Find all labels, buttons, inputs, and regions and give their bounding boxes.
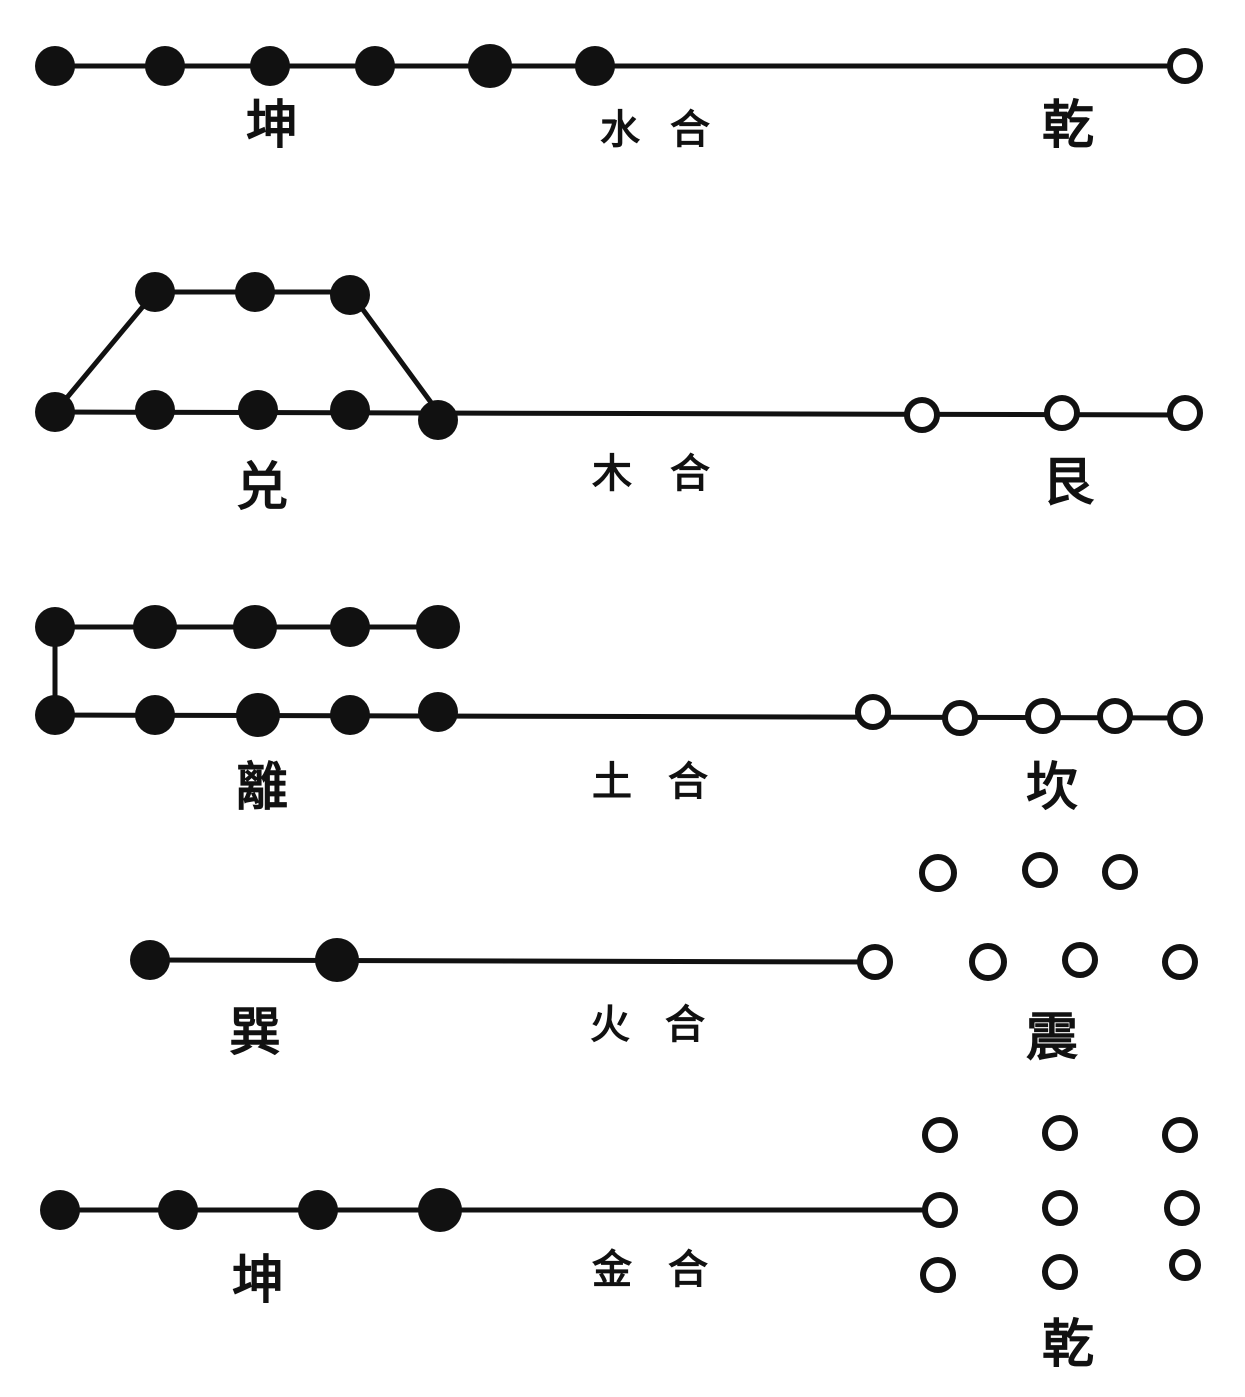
white-dot [1162, 944, 1198, 980]
element-label: 木 [592, 450, 632, 497]
black-dot [35, 695, 75, 735]
white-dot [1025, 698, 1061, 734]
row-earth-union: 離 土 合 坎 [35, 605, 1203, 818]
black-dot [135, 695, 175, 735]
white-dot [1022, 852, 1058, 888]
black-dot [133, 605, 177, 649]
black-dot [418, 400, 458, 440]
black-dot [418, 1188, 462, 1232]
union-label: 合 [668, 1246, 708, 1293]
white-dot [922, 1117, 958, 1153]
black-dot [250, 46, 290, 86]
right-trigram-label: 艮 [1042, 452, 1095, 513]
white-dot [942, 700, 978, 736]
black-dot [135, 390, 175, 430]
black-dot [158, 1190, 198, 1230]
white-dots [920, 1115, 1201, 1293]
white-dot [1097, 698, 1133, 734]
black-dot [238, 390, 278, 430]
row-fire-union: 巽 火 合 震 [130, 852, 1198, 1068]
white-dot [1167, 48, 1203, 84]
black-dot [330, 607, 370, 647]
black-dot [468, 44, 512, 88]
element-label: 水 [600, 106, 641, 153]
union-label: 合 [668, 758, 708, 805]
black-dot [40, 1190, 80, 1230]
black-dots [35, 272, 458, 440]
row-metal-union: 坤 金 合 乾 [40, 1115, 1201, 1375]
black-dot [35, 46, 75, 86]
element-label: 金 [591, 1246, 633, 1293]
white-dot [922, 1192, 958, 1228]
white-dot [904, 397, 940, 433]
white-dot [1164, 1190, 1200, 1226]
black-dot [233, 605, 277, 649]
black-dots [35, 44, 615, 88]
black-dot [355, 46, 395, 86]
connector-line [52, 624, 1188, 721]
row-wood-union: 兑 木 合 艮 [35, 272, 1203, 518]
white-dot [969, 943, 1007, 981]
left-trigram-label: 離 [236, 757, 288, 818]
black-dot [130, 940, 170, 980]
right-trigram-label: 乾 [1042, 95, 1094, 156]
white-dots [855, 694, 1203, 736]
white-dot [1167, 395, 1203, 431]
black-dot [575, 46, 615, 86]
white-dots [857, 852, 1198, 981]
black-dot [35, 607, 75, 647]
black-dot [330, 390, 370, 430]
black-dot [135, 272, 175, 312]
black-dot [416, 605, 460, 649]
black-dots [35, 605, 460, 737]
white-dot [920, 1257, 956, 1293]
union-label: 合 [665, 1001, 705, 1048]
white-dots [904, 395, 1203, 433]
black-dot [330, 275, 370, 315]
union-label: 合 [670, 450, 710, 497]
left-trigram-label: 巽 [229, 1002, 281, 1063]
black-dots [40, 1188, 462, 1232]
white-dot [855, 694, 891, 730]
black-dot [330, 695, 370, 735]
white-dot [1042, 1115, 1078, 1151]
black-dot [298, 1190, 338, 1230]
white-dot [1102, 854, 1138, 890]
right-trigram-label: 乾 [1042, 1314, 1094, 1375]
row-water-union: 坤 水 合 乾 [35, 44, 1203, 156]
black-dot [35, 392, 75, 432]
connector-line [52, 409, 1188, 418]
element-label: 火 [590, 1001, 630, 1048]
left-trigram-label: 坤 [246, 95, 298, 156]
right-trigram-label: 坎 [1026, 757, 1078, 818]
connector-line [147, 957, 878, 965]
white-dot [1162, 1117, 1198, 1153]
white-dot [1042, 1254, 1078, 1290]
black-dot [236, 693, 280, 737]
black-dot [235, 272, 275, 312]
element-label: 土 [592, 758, 632, 805]
left-trigram-label: 兑 [236, 457, 288, 518]
black-dot [418, 692, 458, 732]
right-trigram-label: 震 [1026, 1007, 1078, 1068]
left-trigram-label: 坤 [232, 1250, 284, 1311]
union-label: 合 [670, 106, 710, 153]
white-dot [1167, 700, 1203, 736]
white-dot [1062, 942, 1098, 978]
white-dot [857, 944, 893, 980]
white-dot [1044, 395, 1080, 431]
black-dot [145, 46, 185, 86]
white-dot [919, 854, 957, 892]
white-dot [1169, 1249, 1201, 1281]
black-dots [130, 938, 359, 982]
black-dot [315, 938, 359, 982]
white-dot [1042, 1190, 1078, 1226]
